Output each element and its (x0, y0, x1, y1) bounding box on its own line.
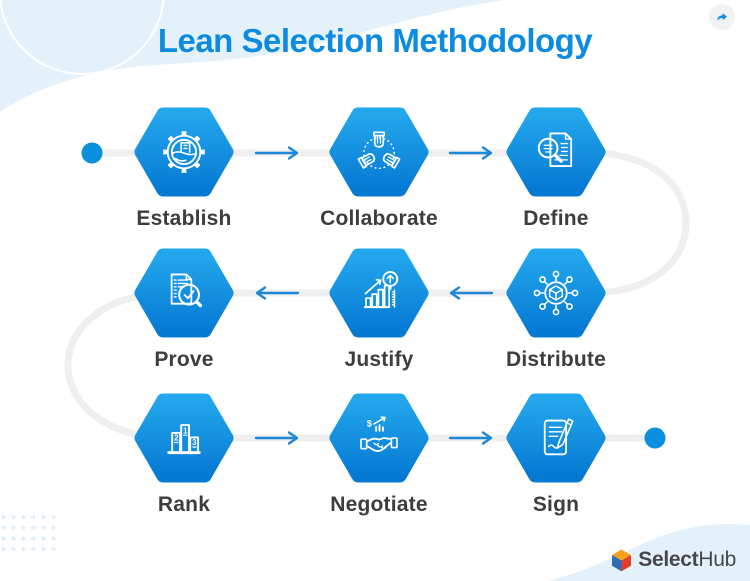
arrow-left-icon (255, 286, 300, 300)
arrow-right-icon (254, 431, 299, 445)
selecthub-logo: SelectHub (611, 548, 736, 572)
svg-text:2: 2 (174, 434, 179, 443)
step-establish: Establish (114, 106, 254, 231)
flow-start-dot (81, 142, 103, 164)
arrow-right-icon (448, 431, 493, 445)
step-label: Establish (136, 207, 232, 230)
hands-teamwork-icon (357, 131, 401, 170)
step-rank: 2 1 3 Rank (114, 392, 254, 517)
share-button[interactable] (709, 4, 735, 30)
selecthub-wordmark: SelectHub (638, 548, 736, 571)
svg-text:$: $ (367, 419, 372, 429)
hexagon-shape (329, 107, 429, 197)
step-label: Prove (154, 348, 214, 371)
document-magnifier-icon (537, 132, 573, 167)
hexagon-shape (134, 393, 234, 483)
contract-pen-icon (543, 418, 574, 456)
checklist-magnifier-check-icon (170, 273, 203, 308)
step-label: Sign (532, 493, 580, 516)
svg-text:3: 3 (192, 438, 197, 447)
selecthub-cube-icon (612, 549, 632, 571)
step-label: Define (523, 207, 589, 230)
step-negotiate: $ Negotiate (309, 392, 449, 517)
package-network-icon (533, 270, 579, 316)
step-justify: Justify (309, 247, 449, 372)
page-title: Lean Selection Methodology (157, 22, 593, 59)
arrow-right-icon (448, 146, 493, 160)
gear-factory-icon (163, 131, 205, 173)
step-sign: Sign (486, 392, 626, 517)
hexagon-shape (506, 393, 606, 483)
step-label: Collaborate (320, 207, 438, 230)
hexagon-shape (134, 107, 234, 197)
arrow-left-icon (449, 286, 494, 300)
step-label: Negotiate (330, 493, 428, 516)
step-collaborate: Collaborate (309, 106, 449, 231)
step-prove: Prove (114, 247, 254, 372)
svg-text:1: 1 (183, 426, 188, 435)
step-distribute: Distribute (486, 247, 626, 372)
step-label: Distribute (505, 348, 606, 371)
hexagon-shape (134, 248, 234, 338)
growth-chart-magnifier-icon (363, 271, 399, 309)
share-forward-icon (717, 12, 727, 21)
podium-123-icon: 2 1 3 (167, 424, 201, 455)
step-label: Rank (157, 493, 211, 516)
handshake-deal-icon: $ (360, 416, 398, 452)
hexagon-shape (329, 393, 429, 483)
flow-end-dot (644, 427, 666, 449)
arrow-right-icon (254, 146, 299, 160)
step-define: Define (486, 106, 626, 231)
step-label: Justify (344, 348, 414, 371)
